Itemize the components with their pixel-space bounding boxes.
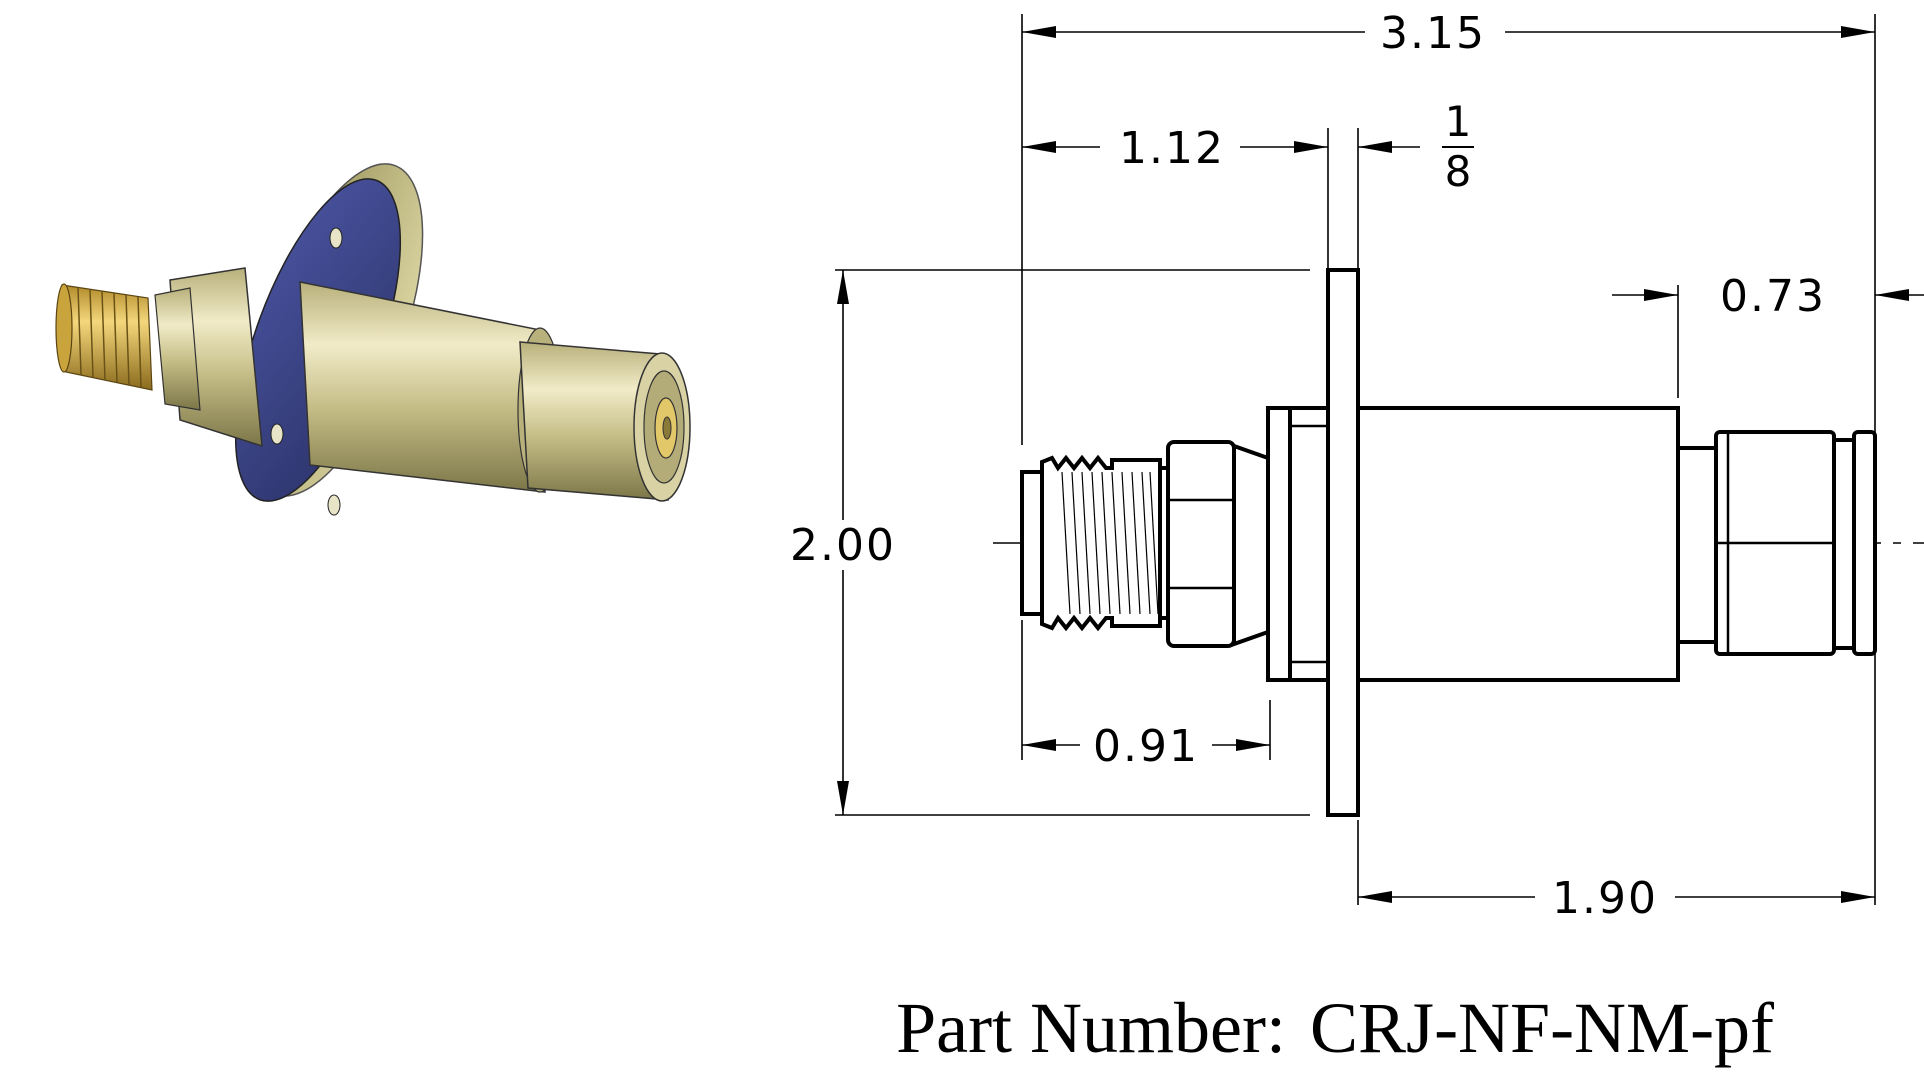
part-number-value: CRJ-NF-NM-pf (1310, 988, 1774, 1068)
mount-hole (270, 423, 284, 445)
dim-overall-length: 3.15 (1022, 8, 1875, 59)
male-nut-render (519, 341, 691, 502)
dim-flange-thickness: 1 8 (1358, 97, 1474, 196)
dim-label-male-nut: 0.73 (1720, 271, 1826, 322)
dim-label-female-body: 0.91 (1093, 721, 1199, 772)
mount-hole (327, 494, 341, 516)
female-thread-outline (1020, 454, 1170, 632)
mount-hole (329, 227, 343, 249)
dim-label-frac-den: 8 (1445, 147, 1472, 196)
dim-flange-to-end: 1.90 (1358, 873, 1875, 924)
dim-label-frac-num: 1 (1445, 97, 1472, 146)
dim-label-female-to-flange: 1.12 (1119, 123, 1225, 174)
dim-label-flange-to-end: 1.90 (1552, 873, 1658, 924)
main-body-outline (1356, 406, 1680, 682)
male-nut-outline (1676, 430, 1877, 656)
dim-female-to-flange: 1.12 (1022, 123, 1328, 174)
flange-outline (1326, 268, 1360, 817)
collar-outline (1266, 406, 1330, 682)
dim-label-overall: 3.15 (1380, 8, 1486, 59)
dim-male-nut: 0.73 (1612, 271, 1924, 322)
part-number-label: Part Number: (896, 988, 1286, 1068)
hex-nut-outline (1166, 440, 1270, 648)
dim-flange-height: 2.00 (790, 270, 896, 815)
technical-drawing: 3.15 1.12 1 8 0.73 (790, 8, 1924, 924)
dim-label-flange-height: 2.00 (790, 520, 896, 571)
dim-female-body: 0.91 (1022, 721, 1270, 772)
female-thread-render (55, 283, 153, 391)
connector-render (55, 163, 691, 516)
part-number: Part Number: CRJ-NF-NM-pf (896, 988, 1774, 1068)
